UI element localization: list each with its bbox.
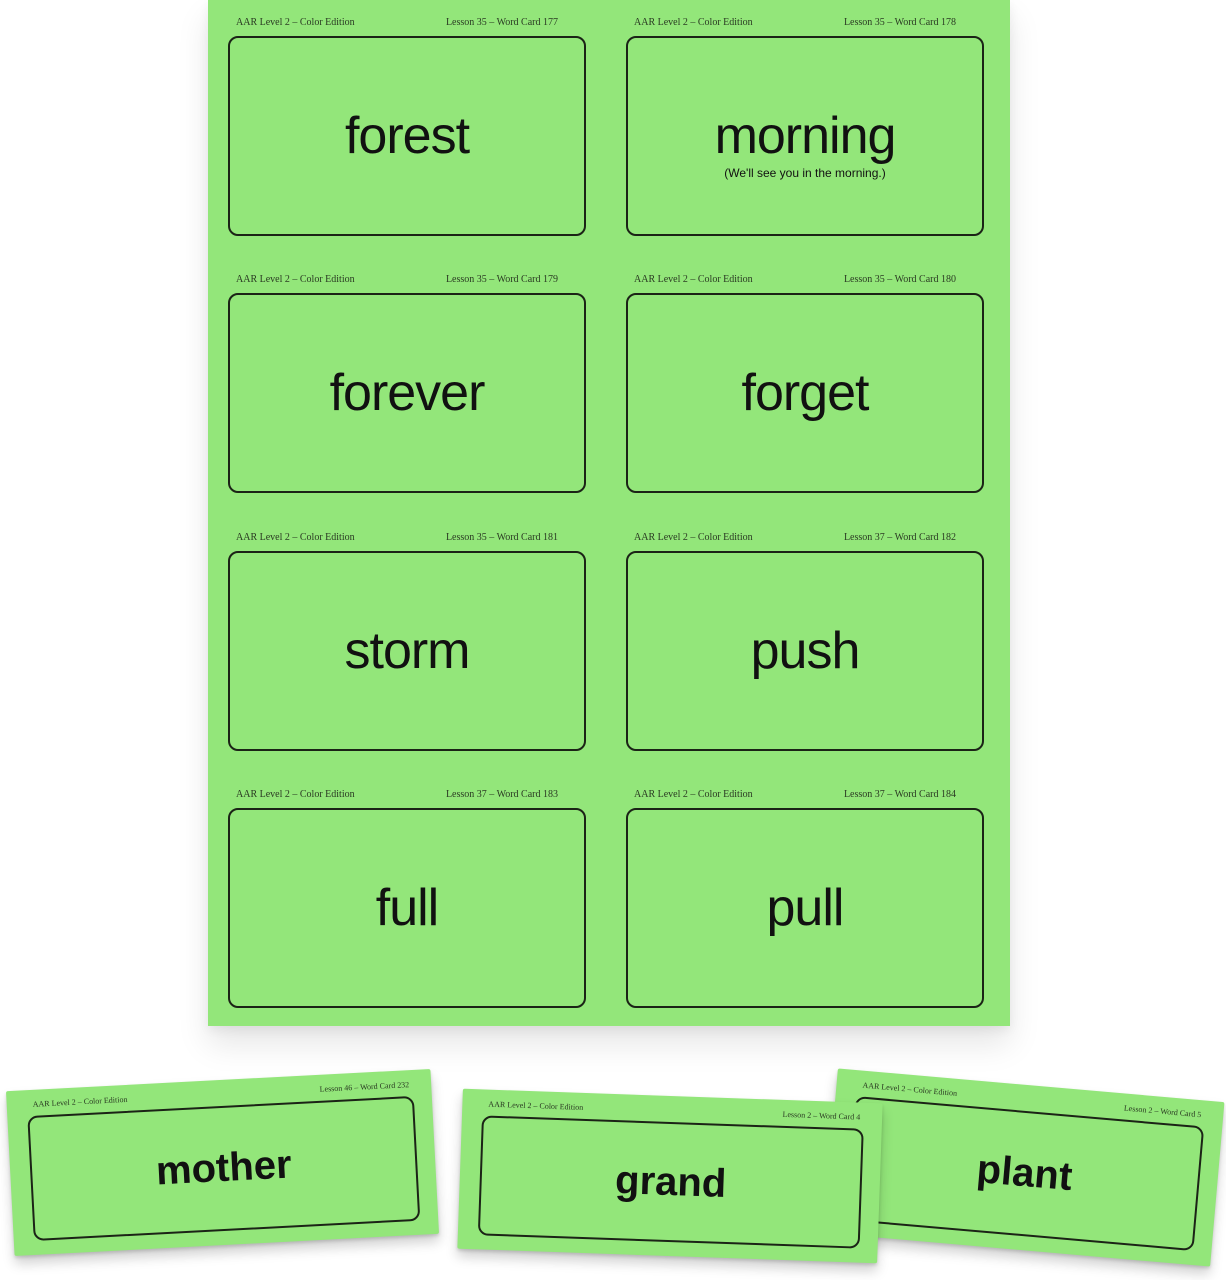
card-edition: AAR Level 2 – Color Edition: [32, 1094, 128, 1109]
card-edition: AAR Level 2 – Color Edition: [634, 17, 753, 28]
card-frame: plant: [844, 1096, 1205, 1252]
card-edition: AAR Level 2 – Color Edition: [862, 1080, 958, 1098]
card-word: morning: [714, 107, 897, 165]
card-word: full: [375, 879, 439, 937]
card-lesson-number: Lesson 37 – Word Card 183: [445, 789, 558, 800]
card-edition: AAR Level 2 – Color Edition: [634, 532, 753, 543]
card-word: plant: [975, 1146, 1075, 1200]
card-header: AAR Level 2 – Color Edition Lesson 35 – …: [634, 274, 956, 288]
card-word: forever: [329, 364, 486, 422]
word-card-storm: AAR Level 2 – Color Edition Lesson 35 – …: [208, 515, 586, 773]
card-word: forest: [344, 107, 470, 165]
card-edition: AAR Level 2 – Color Edition: [634, 789, 753, 800]
card-edition: AAR Level 2 – Color Edition: [236, 532, 355, 543]
card-word: mother: [154, 1142, 293, 1194]
word-card-pull: AAR Level 2 – Color Edition Lesson 37 – …: [606, 772, 984, 1030]
card-header: AAR Level 2 – Color Edition Lesson 35 – …: [236, 17, 558, 31]
card-header: AAR Level 2 – Color Edition Lesson 35 – …: [236, 274, 558, 288]
card-lesson-number: Lesson 46 – Word Card 232: [319, 1080, 410, 1094]
card-lesson-number: Lesson 2 – Word Card 5: [1123, 1103, 1202, 1120]
word-card-forever: AAR Level 2 – Color Edition Lesson 35 – …: [208, 257, 586, 515]
card-frame: storm: [228, 551, 586, 751]
card-header: AAR Level 2 – Color Edition Lesson 35 – …: [236, 532, 558, 546]
card-frame: forever: [228, 293, 586, 493]
card-header: AAR Level 2 – Color Edition Lesson 37 – …: [634, 532, 956, 546]
card-example-sentence: (We'll see you in the morning.): [724, 166, 886, 180]
loose-card-grand: AAR Level 2 – Color Edition Lesson 2 – W…: [457, 1088, 883, 1264]
card-word: grand: [614, 1157, 728, 1206]
card-lesson-number: Lesson 37 – Word Card 184: [843, 789, 956, 800]
word-card-morning: AAR Level 2 – Color Edition Lesson 35 – …: [606, 0, 984, 258]
word-card-sheet: AAR Level 2 – Color Edition Lesson 35 – …: [208, 0, 1010, 1026]
card-edition: AAR Level 2 – Color Edition: [236, 789, 355, 800]
card-header: AAR Level 2 – Color Edition Lesson 37 – …: [236, 789, 558, 803]
card-lesson-number: Lesson 35 – Word Card 180: [843, 274, 956, 285]
word-card-forest: AAR Level 2 – Color Edition Lesson 35 – …: [208, 0, 586, 258]
card-word: push: [750, 622, 861, 680]
card-lesson-number: Lesson 2 – Word Card 4: [782, 1109, 861, 1122]
card-frame: morning (We'll see you in the morning.): [626, 36, 984, 236]
card-frame: full: [228, 808, 586, 1008]
card-frame: mother: [27, 1095, 421, 1241]
loose-card-plant: AAR Level 2 – Color Edition Lesson 2 – W…: [823, 1068, 1225, 1267]
card-word: forget: [741, 364, 870, 422]
word-card-full: AAR Level 2 – Color Edition Lesson 37 – …: [208, 772, 586, 1030]
card-lesson-number: Lesson 37 – Word Card 182: [843, 532, 956, 543]
card-frame: forget: [626, 293, 984, 493]
card-lesson-number: Lesson 35 – Word Card 177: [445, 17, 558, 28]
word-card-forget: AAR Level 2 – Color Edition Lesson 35 – …: [606, 257, 984, 515]
card-edition: AAR Level 2 – Color Edition: [236, 274, 355, 285]
card-header: AAR Level 2 – Color Edition Lesson 35 – …: [634, 17, 956, 31]
card-frame: pull: [626, 808, 984, 1008]
card-lesson-number: Lesson 35 – Word Card 181: [445, 532, 558, 543]
card-edition: AAR Level 2 – Color Edition: [488, 1099, 584, 1112]
card-edition: AAR Level 2 – Color Edition: [634, 274, 753, 285]
card-frame: grand: [477, 1115, 864, 1249]
card-word: storm: [344, 622, 471, 680]
word-card-push: AAR Level 2 – Color Edition Lesson 37 – …: [606, 515, 984, 773]
card-word: pull: [766, 879, 845, 937]
loose-card-mother: AAR Level 2 – Color Edition Lesson 46 – …: [5, 1068, 440, 1257]
card-header: AAR Level 2 – Color Edition Lesson 37 – …: [634, 789, 956, 803]
card-lesson-number: Lesson 35 – Word Card 178: [843, 17, 956, 28]
card-edition: AAR Level 2 – Color Edition: [236, 17, 355, 28]
card-frame: push: [626, 551, 984, 751]
card-lesson-number: Lesson 35 – Word Card 179: [445, 274, 558, 285]
card-frame: forest: [228, 36, 586, 236]
